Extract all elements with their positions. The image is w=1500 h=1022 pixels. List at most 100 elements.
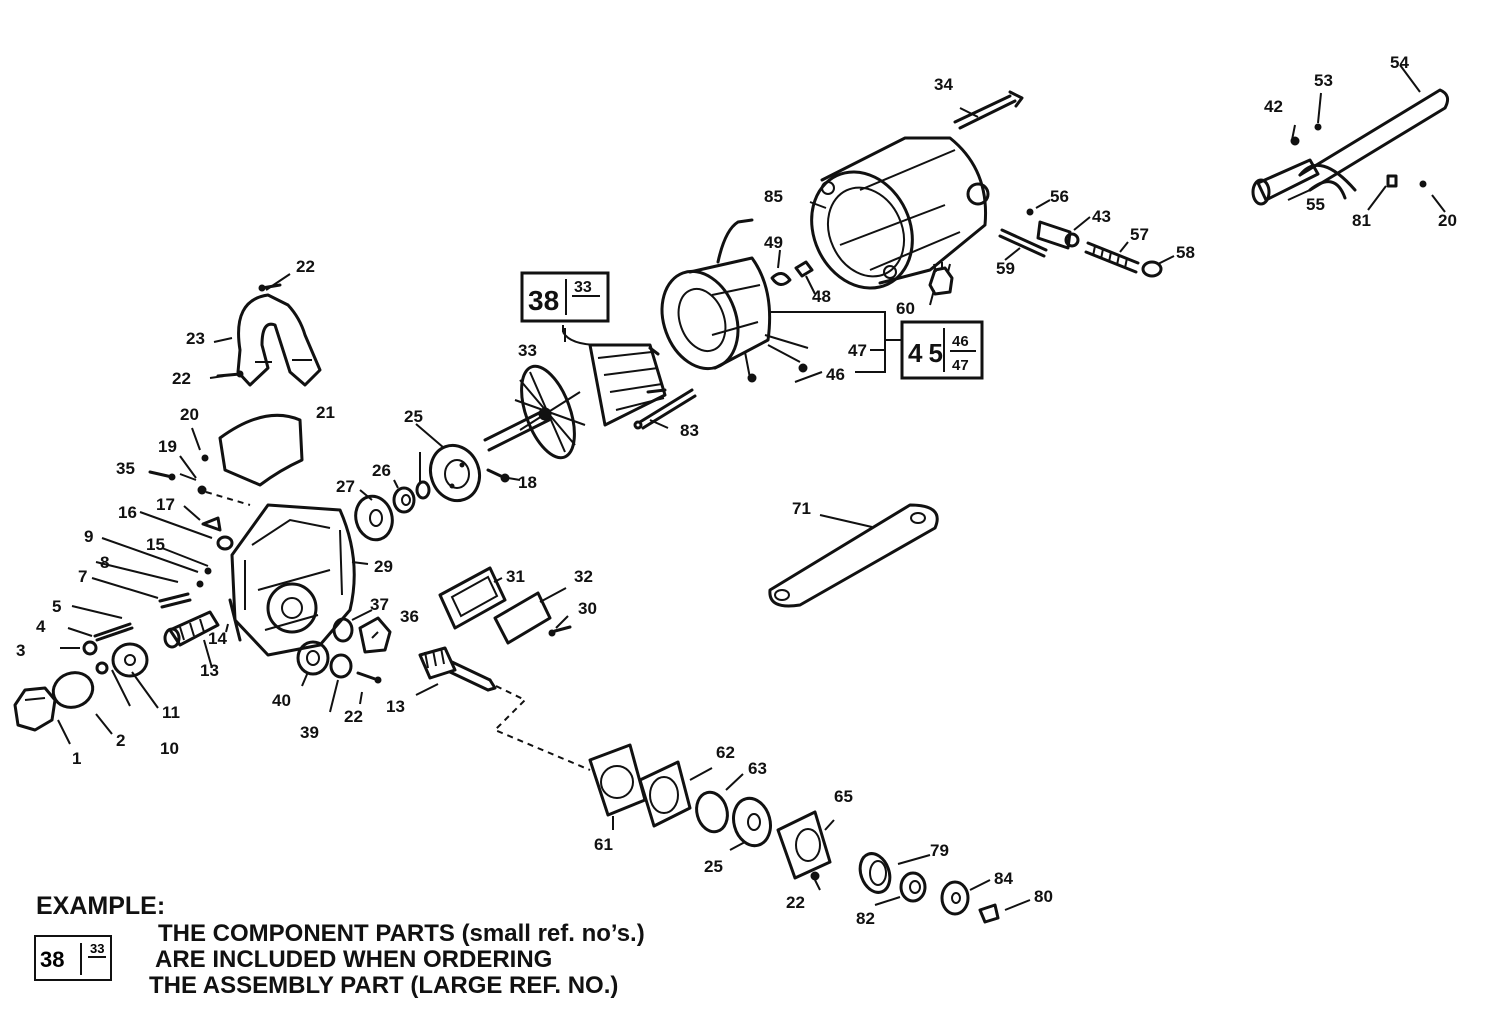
part-label-33: 33 [518,341,537,360]
part-label-22-washer: 22 [344,707,363,726]
part-label-7: 7 [78,567,87,586]
armature-drawing [483,343,667,460]
example-line-3: THE ASSEMBLY PART (LARGE REF. NO.) [149,972,619,999]
plug-and-cap-drawing [13,642,149,732]
assembly-box-38-component: 33 [574,279,592,296]
brush-parts-drawing [770,208,1163,296]
part-label-20: 20 [180,405,199,424]
bar-71-drawing [768,503,939,608]
small-fasteners-drawing [82,470,251,656]
part-label-29: 29 [374,557,393,576]
part-label-13-lower: 13 [386,697,405,716]
gasket-plates-drawing [438,566,572,645]
part-label-17: 17 [156,495,175,514]
part-label-3: 3 [16,641,25,660]
part-label-61: 61 [594,835,613,854]
part-label-42: 42 [1264,97,1283,116]
part-label-40: 40 [272,691,291,710]
end-fittings-drawing [858,852,1000,924]
bearing-washer-stack-drawing [354,443,510,542]
spindle-drawing [418,646,591,771]
part-label-83: 83 [680,421,699,440]
part-label-25-lower: 25 [704,857,723,876]
part-label-23: 23 [186,329,205,348]
part-label-47: 47 [848,341,867,360]
handle-drawing [216,283,322,387]
part-label-19: 19 [158,437,177,456]
part-label-22-lower: 22 [786,893,805,912]
part-label-58: 58 [1176,243,1195,262]
example-assembly-box: 38 33 [34,935,112,981]
assembly-box-38: 38 33 [520,271,610,323]
cover-drawing [201,413,304,487]
part-label-59: 59 [996,259,1015,278]
part-label-2: 2 [116,731,125,750]
part-label-57: 57 [1130,225,1149,244]
screw-34-drawing [953,90,1024,130]
part-label-11: 11 [162,703,180,722]
part-label-48: 48 [812,287,831,306]
gear-case-drawing [230,503,356,657]
part-label-5: 5 [52,597,61,616]
part-label-46: 46 [826,365,845,384]
part-label-85: 85 [764,187,783,206]
example-line-2: ARE INCLUDED WHEN ORDERING [155,946,553,973]
part-label-65: 65 [834,787,853,806]
part-label-84: 84 [994,869,1013,888]
part-label-22-top: 22 [296,257,315,276]
example-heading: EXAMPLE: [36,892,166,920]
part-label-43: 43 [1092,207,1111,226]
part-label-55: 55 [1306,195,1325,214]
part-label-79: 79 [930,841,949,860]
part-label-1: 1 [72,749,81,768]
part-label-15: 15 [146,535,165,554]
part-label-20-cord: 20 [1438,211,1457,230]
part-label-81: 81 [1352,211,1371,230]
part-label-82: 82 [856,909,875,928]
example-box-component: 33 [88,941,107,958]
part-label-39: 39 [300,723,319,742]
part-label-53: 53 [1314,71,1333,90]
part-label-36: 36 [400,607,419,626]
part-label-34: 34 [934,75,953,94]
part-label-8: 8 [100,553,109,572]
part-label-37: 37 [370,595,389,614]
part-label-80: 80 [1034,887,1053,906]
assembly-box-45: 45 46 47 [900,320,984,380]
part-label-56: 56 [1050,187,1069,206]
part-label-60: 60 [896,299,915,318]
part-label-25-upper: 25 [404,407,423,426]
part-label-71: 71 [792,499,811,518]
assembly-box-45-component-46: 46 [952,333,969,350]
part-labels: 1 2 3 4 5 7 8 9 10 11 13 13 14 15 16 17 … [16,53,1457,928]
lower-bearing-assembly-drawing [588,743,832,881]
part-label-31: 31 [506,567,525,586]
part-label-32: 32 [574,567,593,586]
field-coil-drawing [660,218,809,383]
leader-lines [57,64,1446,911]
part-label-26: 26 [372,461,391,480]
part-label-4: 4 [36,617,46,636]
field-housing-drawing [810,136,990,290]
part-label-18: 18 [518,473,537,492]
part-label-16: 16 [118,503,137,522]
part-label-62: 62 [716,743,735,762]
assembly-box-45-component-47: 47 [952,357,969,374]
part-label-22-handle: 22 [172,369,191,388]
part-label-10: 10 [160,739,179,758]
part-label-49: 49 [764,233,783,252]
example-line-1: THE COMPONENT PARTS (small ref. no’s.) [158,920,645,947]
assembly-box-38-ref: 38 [528,285,559,316]
part-label-21: 21 [316,403,335,422]
part-label-63: 63 [748,759,767,778]
part-label-54: 54 [1390,53,1409,72]
part-label-9: 9 [84,527,93,546]
part-label-13-upper: 13 [200,661,219,680]
example-box-ref: 38 [40,947,65,972]
part-label-35: 35 [116,459,135,478]
part-label-27: 27 [336,477,355,496]
part-drawings [13,88,1450,924]
example-box-divider [80,943,82,975]
assembly-box-45-ref: 45 [908,338,949,368]
